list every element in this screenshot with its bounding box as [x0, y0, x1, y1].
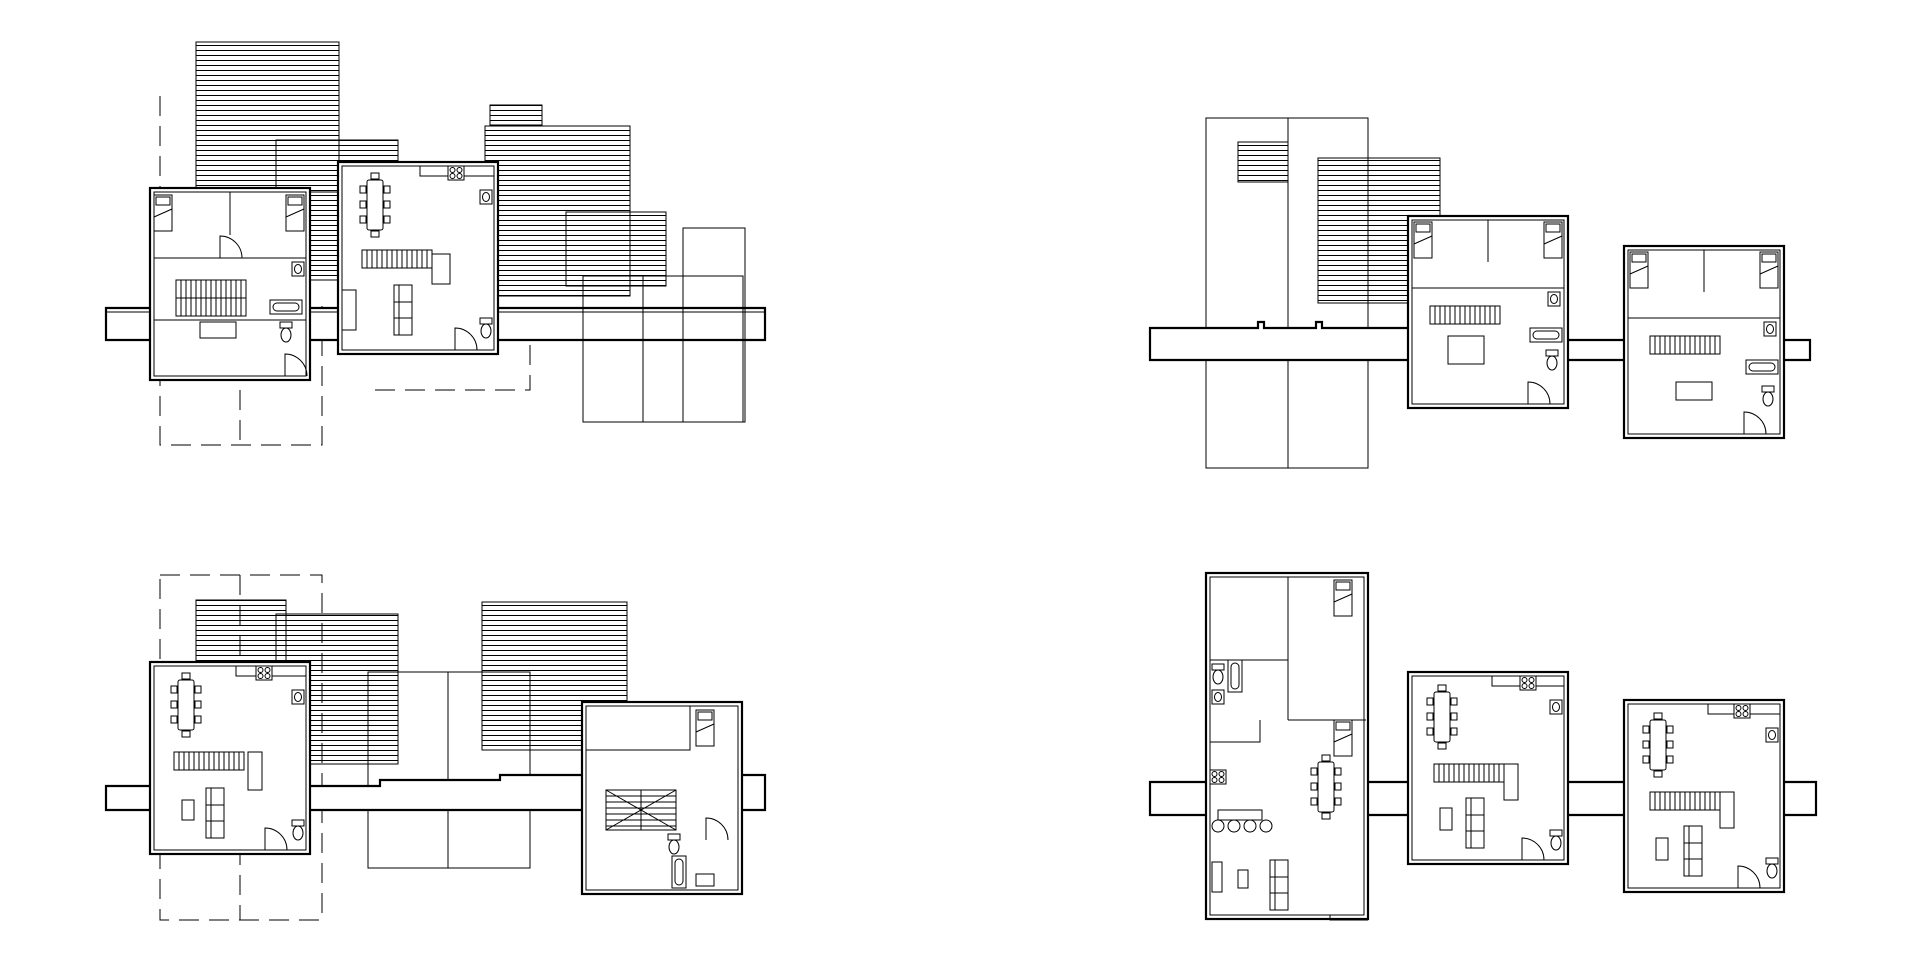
bar-stools	[1211, 819, 1273, 833]
bathtub-icon	[671, 855, 687, 889]
sink-icon	[291, 261, 305, 277]
roof-outline-dashed	[159, 96, 323, 446]
toilet-icon	[291, 819, 305, 841]
sofa-icon	[1269, 859, 1289, 911]
terrace	[582, 275, 744, 423]
stair	[173, 751, 245, 771]
plan-top-left	[104, 41, 767, 446]
stove-icon	[1209, 769, 1227, 785]
bed-icon	[285, 194, 305, 232]
sink-icon	[479, 189, 493, 205]
toilet-icon	[667, 833, 681, 855]
toilet-icon	[1211, 663, 1225, 685]
bed-icon	[1759, 251, 1779, 289]
plan-bottom-left	[104, 574, 767, 921]
terrace	[367, 671, 531, 869]
sink-icon	[1547, 291, 1561, 307]
bed-icon	[1629, 251, 1649, 289]
stove-icon	[447, 165, 465, 181]
bed-icon	[1333, 719, 1353, 757]
bed-icon	[1413, 221, 1433, 259]
stair	[1649, 335, 1721, 355]
toilet-icon	[279, 321, 293, 343]
toilet-icon	[1765, 857, 1779, 879]
stair	[175, 279, 247, 299]
terrace	[682, 227, 746, 423]
stair	[1433, 763, 1505, 783]
sofa-icon	[1683, 825, 1703, 877]
stove-icon	[1733, 703, 1751, 719]
stair	[1649, 791, 1721, 811]
sofa-icon	[393, 284, 413, 336]
plan-top-right	[1148, 117, 1812, 469]
stair	[361, 249, 433, 269]
stove-icon	[1519, 675, 1537, 691]
toilet-icon	[479, 317, 493, 339]
bathtub-icon	[269, 299, 303, 315]
bathtub-icon	[1745, 359, 1779, 375]
toilet-icon	[1549, 829, 1563, 851]
sofa-icon	[1465, 797, 1485, 849]
sink-icon	[1549, 699, 1563, 715]
bathtub-icon	[1227, 659, 1243, 693]
sofa-icon	[205, 787, 225, 839]
deck-hatch	[1237, 141, 1289, 183]
deck-hatch	[565, 211, 667, 287]
deck-hatch	[489, 104, 543, 126]
sink-icon	[1211, 689, 1225, 705]
corridor	[1148, 320, 1422, 362]
bathtub-icon	[1529, 327, 1563, 343]
bed-icon	[153, 194, 173, 232]
stove-icon	[255, 665, 273, 681]
sink-icon	[1765, 727, 1779, 743]
toilet-icon	[1761, 385, 1775, 407]
roof-outline-dashed	[375, 340, 531, 391]
stair	[605, 789, 677, 831]
deck-hatch	[195, 599, 287, 663]
sink-icon	[291, 689, 305, 705]
bed-icon	[1543, 221, 1563, 259]
bed-icon	[1333, 579, 1353, 617]
sink-icon	[1763, 321, 1777, 337]
bed-icon	[695, 709, 715, 747]
plan-bottom-right	[1148, 571, 1818, 921]
stair	[1429, 305, 1501, 325]
toilet-icon	[1545, 349, 1559, 371]
